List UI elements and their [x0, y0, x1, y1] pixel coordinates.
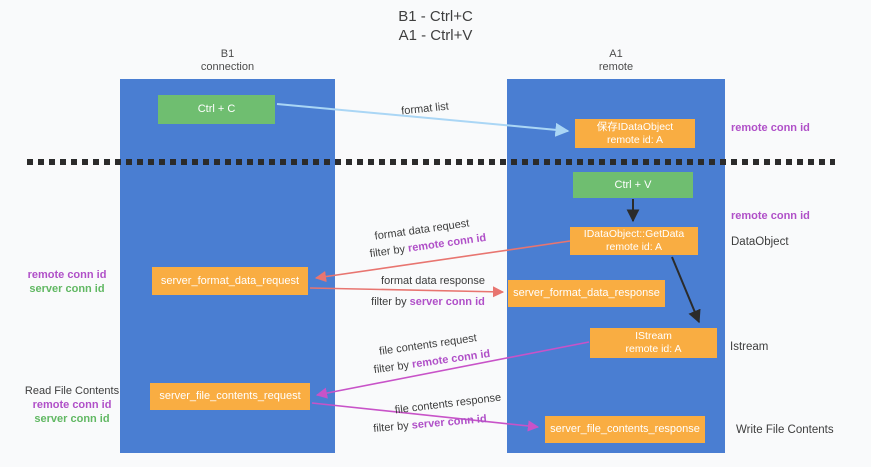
- left-column-header: B1 connection: [120, 48, 335, 74]
- node-save-dataobject: 保存IDataObject remote id: A: [575, 119, 695, 148]
- node-istream-line1: IStream: [635, 330, 672, 342]
- title-line-2: A1 - Ctrl+V: [398, 27, 473, 44]
- left-annotation-format: remote conn id server conn id: [17, 268, 117, 296]
- read-file-contents-label: Read File Contents: [24, 385, 120, 397]
- server-conn-id-text: server conn id: [411, 413, 488, 432]
- node-server-file-contents-request-label: server_file_contents_request: [159, 390, 301, 402]
- right-column-name: A1: [609, 48, 623, 60]
- node-ctrl-c: Ctrl + C: [158, 95, 275, 124]
- node-istream: IStream remote id: A: [590, 328, 717, 358]
- label-format-data-response: format data response: [381, 275, 485, 287]
- node-idataobject-getdata-line1: IDataObject::GetData: [583, 228, 685, 240]
- filter-by-text: filter by: [371, 296, 407, 308]
- right-column-role: remote: [598, 61, 634, 73]
- node-idataobject-getdata-line2: remote id: A: [605, 241, 663, 253]
- remote-conn-id-annotation: remote conn id: [32, 399, 112, 411]
- node-server-format-data-request: server_format_data_request: [152, 267, 308, 295]
- node-ctrl-c-label: Ctrl + C: [197, 103, 236, 115]
- server-conn-id-annotation: server conn id: [29, 283, 105, 295]
- phase-separator-dashed-line: [27, 159, 835, 165]
- left-annotation-file: Read File Contents remote conn id server…: [17, 384, 127, 426]
- filter-by-text: filter by: [372, 419, 410, 435]
- server-conn-id-annotation: server conn id: [34, 413, 110, 425]
- dataobject-annotation: DataObject: [731, 236, 789, 248]
- label-filter-server-2: filter by server conn id: [373, 413, 487, 435]
- server-conn-id-text: server conn id: [409, 296, 485, 308]
- filter-by-text: filter by: [373, 359, 410, 377]
- node-server-file-contents-response: server_file_contents_response: [545, 416, 705, 443]
- istream-annotation: Istream: [730, 341, 769, 353]
- filter-by-text: filter by: [369, 243, 406, 261]
- node-server-format-data-response-label: server_format_data_response: [513, 287, 660, 299]
- node-server-format-data-response: server_format_data_response: [508, 280, 665, 307]
- left-column-role: connection: [200, 61, 255, 73]
- format-data-response-arrow: [309, 286, 505, 298]
- node-save-dataobject-line1: 保存IDataObject: [596, 120, 674, 133]
- label-filter-server-1: filter by server conn id: [371, 296, 485, 308]
- title-line-1: B1 - Ctrl+C: [398, 8, 473, 25]
- node-ctrl-v: Ctrl + V: [573, 172, 693, 198]
- node-ctrl-v-label: Ctrl + V: [614, 178, 652, 191]
- label-format-list: format list: [400, 100, 450, 118]
- right-column-header: A1 remote: [507, 48, 725, 74]
- remote-conn-id-annotation-top: remote conn id: [731, 122, 810, 134]
- remote-conn-id-annotation-mid: remote conn id: [731, 210, 810, 222]
- node-istream-line2: remote id: A: [625, 343, 682, 355]
- node-server-file-contents-response-label: server_file_contents_response: [550, 423, 700, 435]
- left-column-name: B1: [220, 48, 235, 60]
- node-server-file-contents-request: server_file_contents_request: [150, 383, 310, 410]
- node-save-dataobject-line2: remote id: A: [606, 133, 664, 146]
- node-idataobject-getdata: IDataObject::GetData remote id: A: [570, 227, 698, 255]
- remote-conn-id-annotation: remote conn id: [27, 269, 107, 281]
- node-server-format-data-request-label: server_format_data_request: [160, 274, 300, 287]
- page-title: B1 - Ctrl+C A1 - Ctrl+V: [0, 7, 871, 45]
- write-file-contents-label: Write File Contents: [736, 424, 834, 436]
